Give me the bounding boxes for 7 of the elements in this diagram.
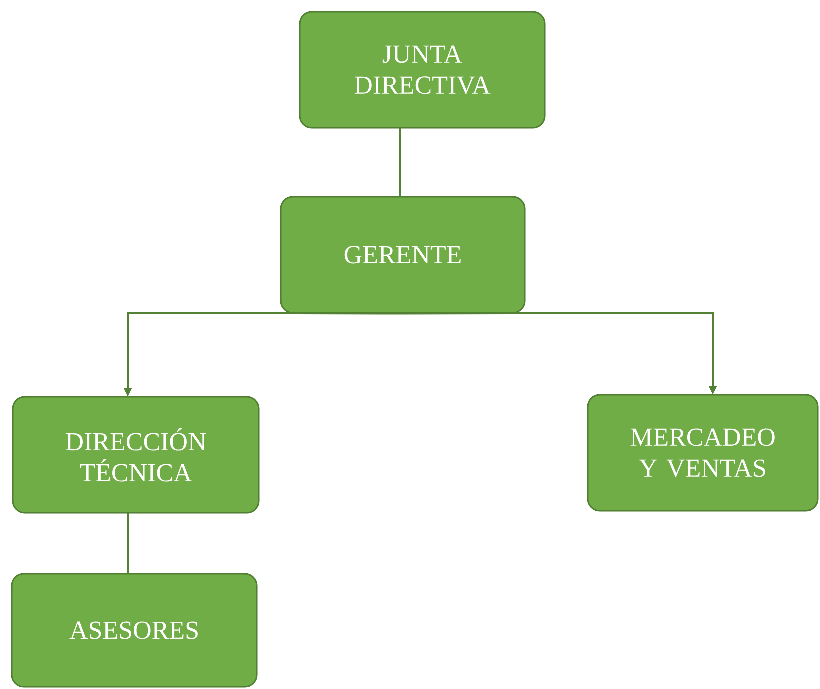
connector-line <box>399 128 401 197</box>
org-box: JUNTA DIRECTIVA <box>299 11 546 129</box>
connector-line <box>127 513 129 574</box>
org-box: DIRECCIÓN TÉCNICA <box>12 396 260 514</box>
org-box: ASESORES <box>11 573 258 688</box>
org-box: MERCADEO Y VENTAS <box>587 394 819 512</box>
org-box: GERENTE <box>280 196 526 314</box>
